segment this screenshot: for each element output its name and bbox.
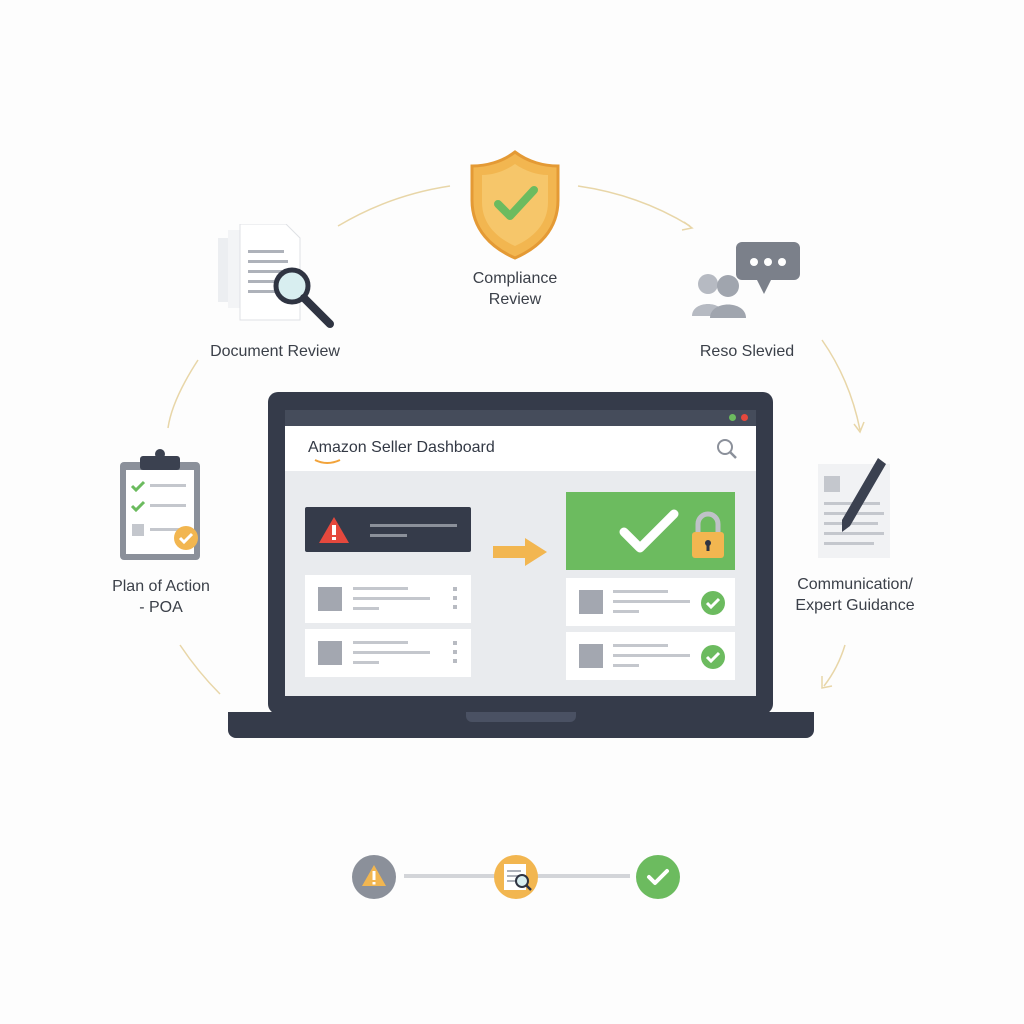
dashboard-title: Amazon Seller Dashboard	[308, 439, 495, 456]
plan-of-action-line2: - POA	[139, 599, 183, 616]
more-options-icon[interactable]	[453, 641, 457, 668]
listing-card[interactable]	[305, 575, 471, 623]
search-icon[interactable]	[716, 438, 738, 460]
suspension-alert-card[interactable]	[305, 507, 471, 552]
window-close-dot[interactable]	[741, 414, 748, 421]
window-titlebar	[285, 410, 756, 426]
clipboard-checklist-icon	[120, 449, 200, 560]
progress-complete-step-icon	[636, 855, 680, 899]
document-magnifier-icon	[218, 224, 334, 328]
resolved-listing-card[interactable]	[566, 578, 735, 626]
document-pen-icon	[818, 458, 890, 558]
resolved-listing-card[interactable]	[566, 632, 735, 680]
step-label-document-review: Document Review	[210, 343, 340, 360]
plan-of-action-line1: Plan of Action	[112, 578, 210, 595]
chat-users-icon	[692, 242, 800, 318]
padlock-icon	[692, 511, 724, 558]
communication-line1: Communication/	[797, 576, 913, 593]
step-label-reso-slevied: Reso Slevied	[699, 343, 795, 360]
reinstated-success-card[interactable]	[566, 492, 735, 570]
listing-card[interactable]	[305, 629, 471, 677]
communication-line2: Expert Guidance	[795, 597, 915, 614]
step-label-communication: Communication/ Expert Guidance	[780, 574, 930, 616]
check-circle-icon	[701, 645, 725, 669]
progress-review-step-icon	[494, 855, 538, 899]
window-maximize-dot[interactable]	[729, 414, 736, 421]
laptop-notch	[466, 712, 576, 722]
check-icon	[619, 509, 679, 553]
check-circle-icon	[701, 591, 725, 615]
more-options-icon[interactable]	[453, 587, 457, 614]
step-label-plan-of-action: Plan of Action - POA	[90, 576, 232, 618]
dashboard-header: Amazon Seller Dashboard	[285, 426, 756, 471]
amazon-smile-logo	[314, 459, 341, 464]
progress-warning-step-icon	[352, 855, 396, 899]
step-label-compliance-review: Compliance Review	[472, 270, 558, 308]
arrow-right-icon	[493, 538, 547, 566]
shield-check-icon	[470, 150, 560, 260]
warning-icon	[319, 517, 349, 543]
